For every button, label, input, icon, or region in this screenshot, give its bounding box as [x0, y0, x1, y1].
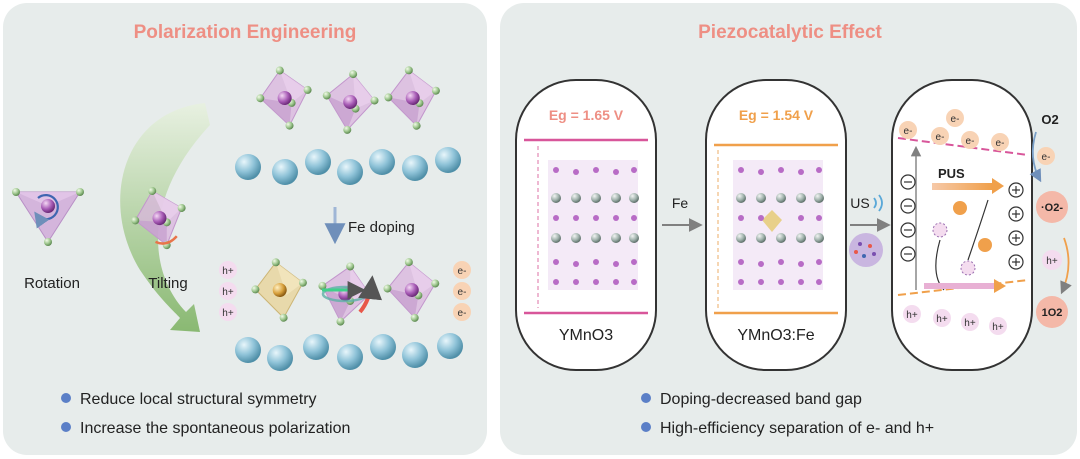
- pus-label: PUS: [938, 166, 965, 181]
- svg-text:e-: e-: [458, 266, 467, 277]
- reaction-electron: e-: [1042, 152, 1051, 163]
- svg-text:e-: e-: [996, 138, 1005, 149]
- svg-text:e-: e-: [458, 308, 467, 319]
- svg-text:h+: h+: [936, 314, 948, 325]
- right-bullet-2: High-efficiency separation of e- and h+: [660, 420, 934, 437]
- bullet-dot: [61, 393, 71, 403]
- fe-dopant-site: [762, 210, 782, 232]
- reaction-o2: O2: [1041, 112, 1058, 127]
- cell1-name: YMnO3: [559, 327, 613, 344]
- svg-text:h+: h+: [906, 310, 918, 321]
- reaction-hole: h+: [1046, 256, 1058, 267]
- label-rotation: Rotation: [24, 275, 80, 292]
- label-fe-doping: Fe doping: [348, 219, 415, 236]
- left-bullet-1: Reduce local structural symmetry: [80, 391, 317, 408]
- right-bullet-1: Doping-decreased band gap: [660, 391, 862, 408]
- bullet-dot: [641, 422, 651, 432]
- cell3-charges: [900, 174, 1024, 270]
- svg-text:e-: e-: [904, 126, 913, 137]
- tilting-structure: [123, 179, 196, 257]
- svg-text:h+: h+: [964, 318, 976, 329]
- right-panel-title: Piezocatalytic Effect: [698, 22, 882, 43]
- bullet-dot: [641, 393, 651, 403]
- left-holes: h+ h+ h+: [219, 261, 237, 321]
- cell-ymno3-fe: Eg = 1.54 V YMnO3:Fe: [705, 79, 847, 371]
- left-panel-background: [3, 3, 487, 455]
- fe-dopant-atom: [272, 283, 287, 298]
- svg-text:h+: h+: [222, 287, 234, 298]
- rotation-structure: [12, 188, 84, 246]
- svg-text:e-: e-: [458, 287, 467, 298]
- pus-arrow-bar: [932, 183, 992, 190]
- cell1-lattice: [548, 160, 639, 290]
- cell3-electrons: e- e- e- e- e-: [899, 109, 1009, 151]
- reaction-pathway: O2 e- ·O2- h+ 1O2: [1029, 112, 1072, 328]
- curved-arrow: [120, 103, 210, 332]
- cell2-name: YMnO3:Fe: [737, 327, 814, 344]
- left-electrons: e- e- e-: [453, 261, 471, 321]
- reaction-singlet-oxygen: 1O2: [1042, 307, 1063, 319]
- svg-text:h+: h+: [992, 322, 1004, 333]
- cell3-holes: h+ h+ h+ h+: [903, 305, 1007, 335]
- cell2-lattice: [733, 160, 824, 290]
- reaction-superoxide: ·O2-: [1041, 202, 1063, 214]
- left-panel: Polarization Engineering Rotation Tiltin…: [3, 3, 487, 455]
- bottom-octahedra-chain: [251, 254, 444, 331]
- us-arrow-label: US: [850, 195, 869, 211]
- cell2-eg-label: Eg = 1.54 V: [739, 107, 814, 123]
- svg-text:e-: e-: [966, 136, 975, 147]
- cell-ymno3: Eg = 1.65 V YMnO3: [515, 79, 657, 371]
- label-tilting: Tilting: [148, 275, 187, 292]
- svg-text:e-: e-: [936, 132, 945, 143]
- svg-text:h+: h+: [222, 308, 234, 319]
- top-cation-layer: [235, 147, 461, 185]
- ultrasound-wave-icon: [873, 194, 883, 212]
- svg-text:h+: h+: [222, 266, 234, 277]
- left-bullet-2: Increase the spontaneous polarization: [80, 420, 350, 437]
- catalyst-particle-icon: [849, 233, 883, 267]
- left-panel-title: Polarization Engineering: [134, 22, 357, 43]
- bottom-cation-layer: [235, 333, 463, 371]
- right-panel: Piezocatalytic Effect Eg = 1.65 V: [500, 3, 1077, 455]
- fe-arrow-label: Fe: [672, 195, 689, 211]
- bullet-dot: [61, 422, 71, 432]
- svg-text:e-: e-: [951, 114, 960, 125]
- cell-piezo-separation: e- e- e- e- e- PUS: [891, 79, 1033, 371]
- cell1-eg-label: Eg = 1.65 V: [549, 107, 624, 123]
